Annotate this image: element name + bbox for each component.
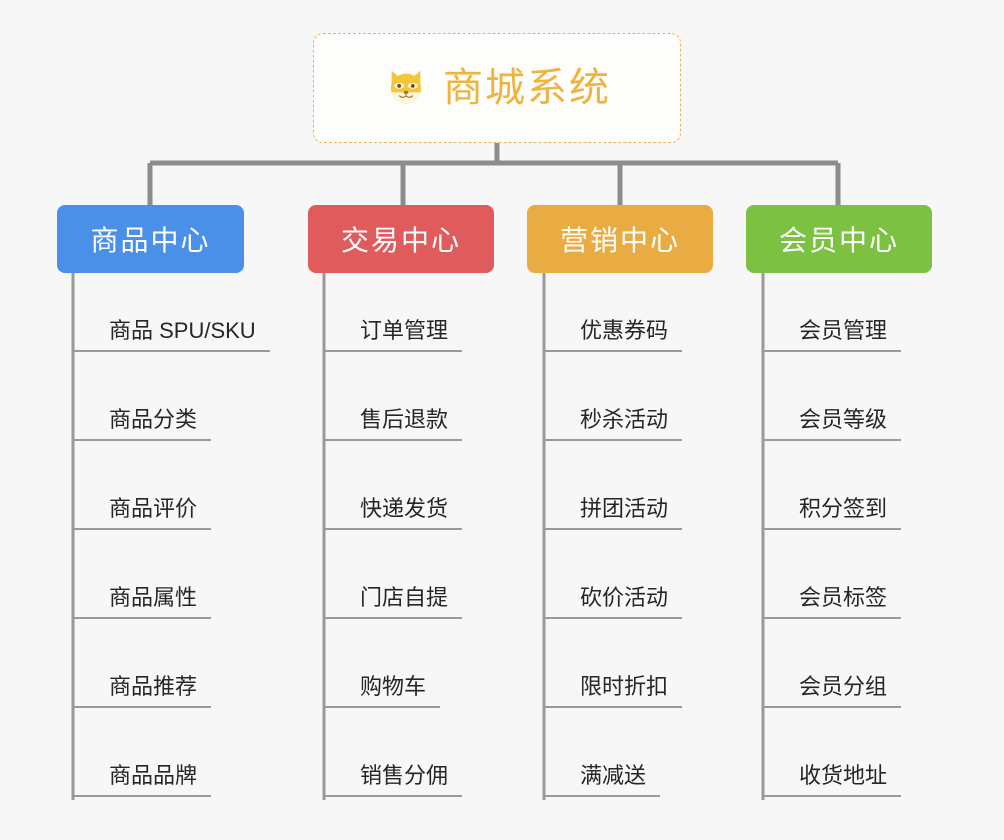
leaf-label: 满减送	[544, 763, 661, 797]
list-item[interactable]: 快递发货	[324, 441, 463, 530]
category-header-member-center[interactable]: 会员中心	[746, 205, 932, 273]
leaf-label: 会员管理	[763, 318, 902, 352]
list-item[interactable]: 销售分佣	[324, 708, 463, 797]
root-node-mall-system[interactable]: 商城系统	[313, 33, 681, 143]
leaf-label: 积分签到	[763, 496, 902, 530]
list-item[interactable]: 商品属性	[73, 530, 270, 619]
list-item[interactable]: 商品评价	[73, 441, 270, 530]
leaf-label: 会员标签	[763, 585, 902, 619]
category-header-marketing-center[interactable]: 营销中心	[527, 205, 713, 273]
leaf-label: 会员等级	[763, 407, 902, 441]
leaf-label: 快递发货	[324, 496, 463, 530]
list-item[interactable]: 商品推荐	[73, 619, 270, 708]
leaf-label: 购物车	[324, 674, 441, 708]
leaf-label: 订单管理	[324, 318, 463, 352]
list-item[interactable]: 会员等级	[763, 352, 902, 441]
root-title: 商城系统	[443, 66, 611, 110]
list-item[interactable]: 秒杀活动	[544, 352, 683, 441]
leaf-label: 销售分佣	[324, 763, 463, 797]
leaf-label: 拼团活动	[544, 496, 683, 530]
shiba-dog-face-icon	[383, 65, 429, 111]
leaf-label: 会员分组	[763, 674, 902, 708]
leaf-label: 商品属性	[73, 585, 212, 619]
list-item[interactable]: 积分签到	[763, 441, 902, 530]
list-item[interactable]: 拼团活动	[544, 441, 683, 530]
item-list-member-center: 会员管理 会员等级 积分签到 会员标签 会员分组 收货地址	[763, 263, 902, 797]
list-item[interactable]: 购物车	[324, 619, 462, 708]
list-item[interactable]: 优惠券码	[544, 263, 683, 352]
leaf-label: 门店自提	[324, 585, 463, 619]
category-header-trade-center[interactable]: 交易中心	[308, 205, 494, 273]
leaf-label: 商品品牌	[73, 763, 212, 797]
category-label: 交易中心	[340, 225, 461, 256]
leaf-label: 售后退款	[324, 407, 463, 441]
list-item[interactable]: 限时折扣	[544, 619, 683, 708]
list-item[interactable]: 售后退款	[324, 352, 463, 441]
list-item[interactable]: 会员管理	[763, 263, 902, 352]
category-header-product-center[interactable]: 商品中心	[57, 205, 244, 273]
leaf-label: 商品评价	[73, 496, 212, 530]
list-item[interactable]: 会员标签	[763, 530, 902, 619]
list-item[interactable]: 会员分组	[763, 619, 902, 708]
list-item[interactable]: 满减送	[544, 708, 682, 797]
category-label: 商品中心	[90, 225, 211, 256]
list-item[interactable]: 收货地址	[763, 708, 902, 797]
leaf-label: 收货地址	[763, 763, 902, 797]
leaf-label: 限时折扣	[544, 674, 683, 708]
leaf-label: 商品推荐	[73, 674, 212, 708]
list-item[interactable]: 订单管理	[324, 263, 463, 352]
leaf-label: 商品 SPU/SKU	[73, 318, 270, 352]
item-list-product-center: 商品 SPU/SKU 商品分类 商品评价 商品属性 商品推荐 商品品牌	[73, 263, 270, 797]
item-list-marketing-center: 优惠券码 秒杀活动 拼团活动 砍价活动 限时折扣 满减送	[544, 263, 683, 797]
list-item[interactable]: 砍价活动	[544, 530, 683, 619]
category-label: 会员中心	[778, 225, 899, 256]
category-label: 营销中心	[559, 225, 680, 256]
leaf-label: 优惠券码	[544, 318, 683, 352]
leaf-label: 商品分类	[73, 407, 212, 441]
leaf-label: 砍价活动	[544, 585, 683, 619]
list-item[interactable]: 商品品牌	[73, 708, 270, 797]
list-item[interactable]: 商品分类	[73, 352, 270, 441]
list-item[interactable]: 门店自提	[324, 530, 463, 619]
item-list-trade-center: 订单管理 售后退款 快递发货 门店自提 购物车 销售分佣	[324, 263, 463, 797]
leaf-label: 秒杀活动	[544, 407, 683, 441]
list-item[interactable]: 商品 SPU/SKU	[73, 263, 270, 352]
